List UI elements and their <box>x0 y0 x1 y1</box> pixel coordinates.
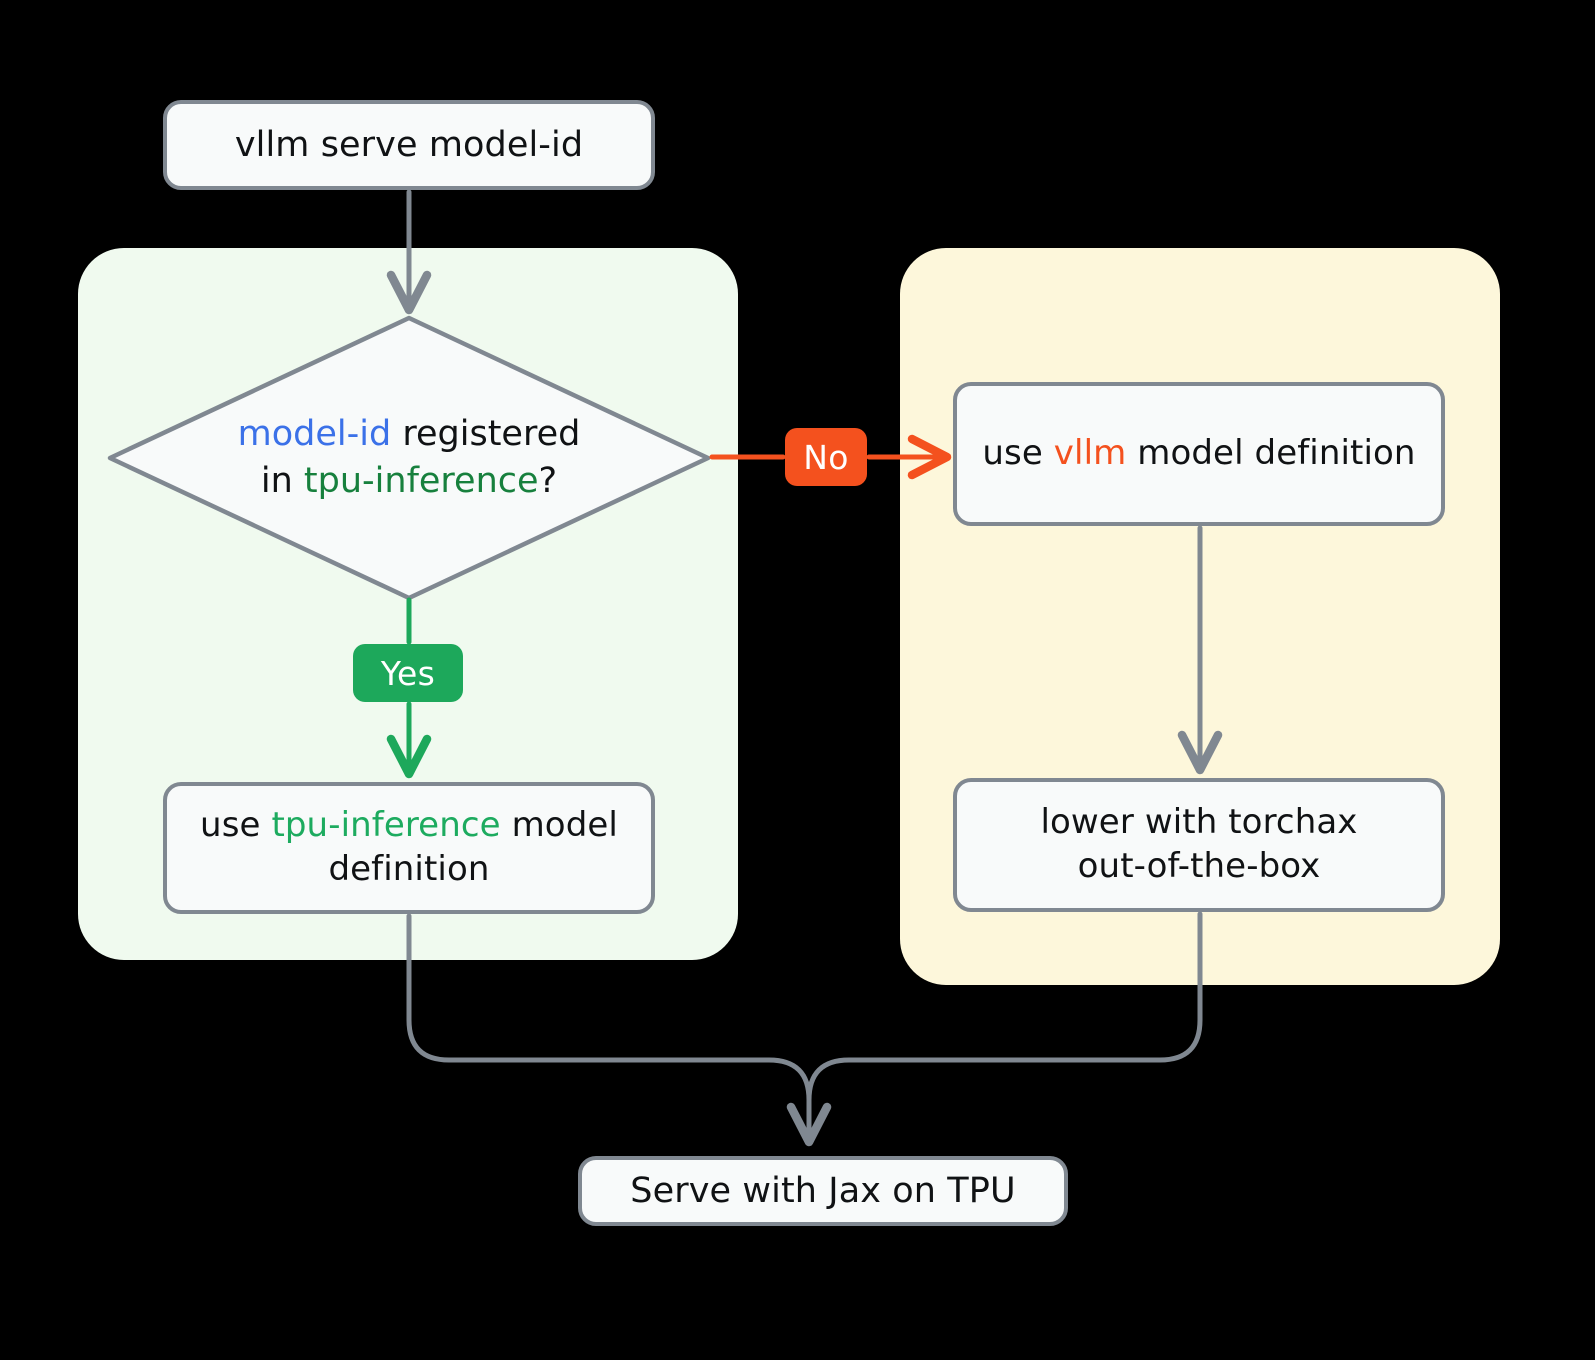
tpu-def-token-tpu-inference: tpu-inference <box>271 805 501 846</box>
node-serve-command[interactable]: vllm serve model-id <box>163 100 655 190</box>
tpu-def-prefix: use <box>200 805 272 846</box>
node-use-tpu-inference-model-definition[interactable]: use tpu-inference model definition <box>163 782 655 914</box>
node-lower-with-torchax[interactable]: lower with torchax out-of-the-box <box>953 778 1445 912</box>
node-decision[interactable]: model-id registered in tpu-inference? <box>108 316 710 600</box>
tpu-def-suffix: model definition <box>328 805 618 889</box>
edge-label-yes: Yes <box>353 644 463 702</box>
node-decision-text: model-id registered in tpu-inference? <box>108 316 710 600</box>
decision-line2-suffix: ? <box>538 461 558 501</box>
decision-token-model-id: model-id <box>237 414 392 455</box>
decision-line2-prefix: in <box>260 461 304 501</box>
node-use-vllm-model-definition[interactable]: use vllm model definition <box>953 382 1445 526</box>
node-serve-jax-label: Serve with Jax on TPU <box>630 1170 1016 1211</box>
torchax-line2: out-of-the-box <box>1077 846 1321 886</box>
edge-label-no-text: No <box>803 437 849 477</box>
edge-tpu-to-merge <box>406 913 832 1147</box>
edge-label-yes-text: Yes <box>380 653 436 693</box>
torchax-line1: lower with torchax <box>1040 802 1358 843</box>
decision-token-tpu-inference: tpu-inference <box>303 461 539 501</box>
vllm-def-token-vllm: vllm <box>1053 433 1127 474</box>
decision-line1-rest: registered <box>391 414 581 455</box>
edge-label-no: No <box>785 428 867 486</box>
node-serve-command-label: vllm serve model-id <box>234 124 584 165</box>
vllm-def-prefix: use <box>982 433 1054 474</box>
vllm-def-suffix: model definition <box>1126 433 1416 474</box>
edge-torchax-to-merge <box>806 911 1203 1143</box>
node-serve-with-jax-on-tpu[interactable]: Serve with Jax on TPU <box>578 1156 1068 1226</box>
